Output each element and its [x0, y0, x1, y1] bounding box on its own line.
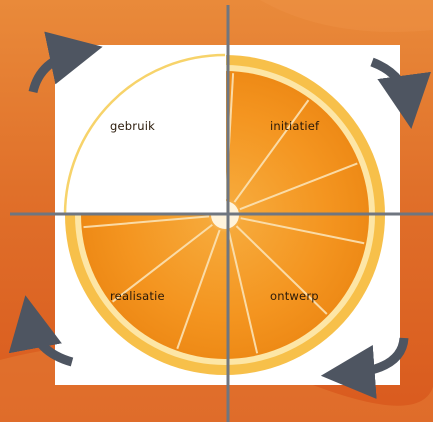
quadrant-label-initiatief: initiatief	[270, 119, 319, 133]
quadrant-label-gebruik: gebruik	[110, 119, 155, 133]
quadrant-label-realisatie: realisatie	[110, 289, 165, 303]
quadrant-label-ontwerp: ontwerp	[270, 289, 319, 303]
